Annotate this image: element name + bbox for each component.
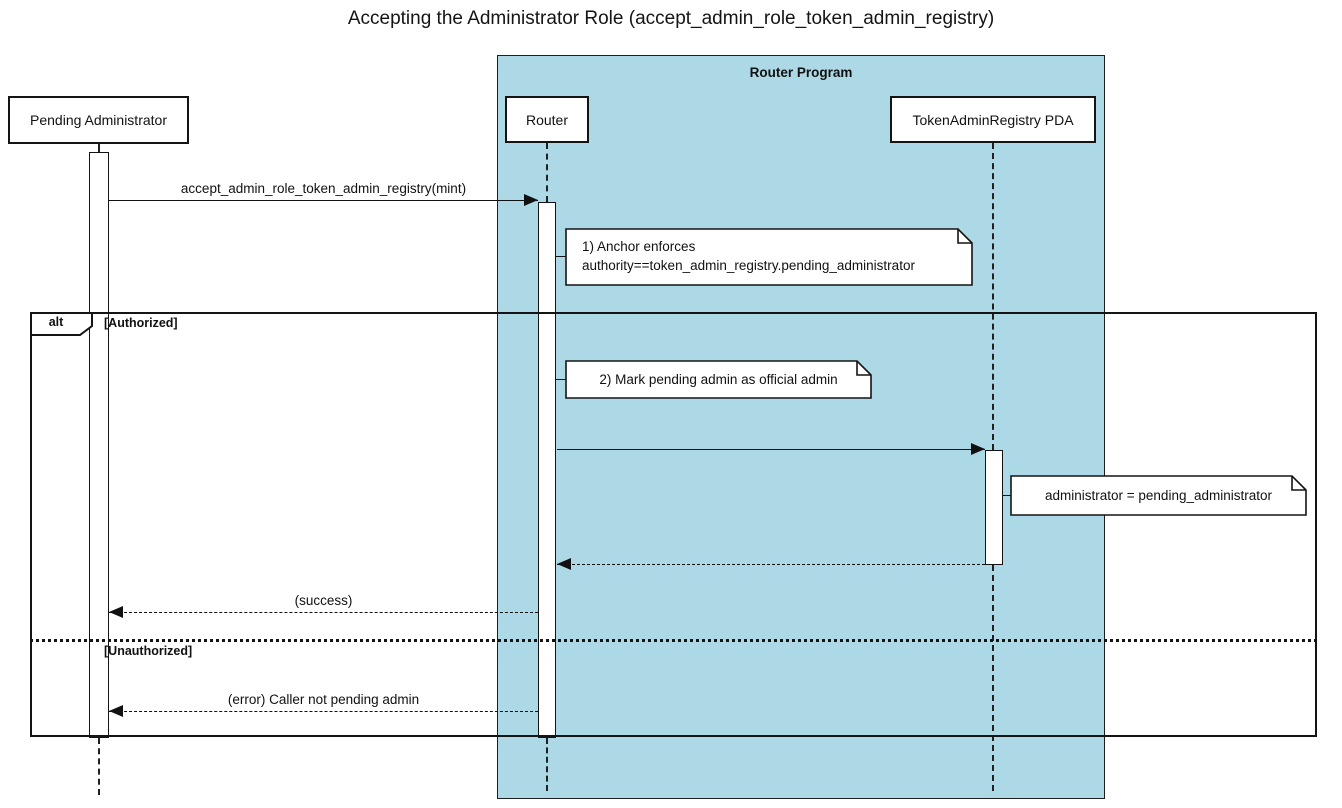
alt-condition-authorized: [Authorized] — [104, 316, 178, 330]
message-accept-admin-role-label: accept_admin_role_token_admin_registry(m… — [180, 181, 467, 196]
activation-pending-administrator — [89, 152, 109, 738]
participant-pending-administrator: Pending Administrator — [8, 96, 189, 144]
lifeline-router-top — [546, 143, 548, 202]
arrowhead-left-icon — [557, 558, 571, 570]
note-mark-admin: 2) Mark pending admin as official admin — [565, 360, 872, 399]
lifeline-pending-administrator-stub — [98, 143, 100, 152]
note-assign-admin: administrator = pending_administrator — [1010, 475, 1307, 516]
note-anchor-enforces-line1: 1) Anchor enforces — [582, 239, 696, 254]
participant-token-admin-registry-label: TokenAdminRegistry PDA — [912, 111, 1074, 128]
lifeline-token-admin-registry-top — [992, 143, 994, 450]
message-error-label: (error) Caller not pending admin — [227, 692, 420, 707]
arrowhead-right-icon — [524, 194, 538, 206]
note-anchor-enforces-text: 1) Anchor enforces authority==token_admi… — [565, 228, 973, 286]
lifeline-pending-administrator — [98, 738, 100, 795]
arrowhead-left-icon — [109, 606, 123, 618]
alt-operator-label: alt — [48, 315, 64, 329]
alt-divider — [30, 639, 1317, 642]
note-anchor-enforces-line2: authority==token_admin_registry.pending_… — [582, 258, 915, 273]
diagram-title: Accepting the Administrator Role (accept… — [347, 8, 995, 29]
router-program-label: Router Program — [749, 65, 853, 80]
arrowhead-left-icon — [109, 705, 123, 717]
note-mark-admin-text: 2) Mark pending admin as official admin — [599, 372, 838, 387]
message-accept-admin-role-line — [109, 200, 538, 201]
note-connector — [556, 256, 566, 257]
note-anchor-enforces: 1) Anchor enforces authority==token_admi… — [565, 228, 973, 286]
message-success-line — [109, 612, 538, 613]
alt-condition-unauthorized: [Unauthorized] — [104, 644, 193, 658]
note-shape-icon — [1010, 475, 1307, 516]
participant-router-label: Router — [525, 111, 569, 128]
alt-frame — [30, 312, 1317, 737]
note-shape-icon — [565, 360, 872, 399]
message-registry-return-line — [557, 564, 985, 565]
alt-pentagon-icon — [30, 312, 93, 336]
participant-pending-administrator-label: Pending Administrator — [30, 112, 167, 128]
message-success-label: (success) — [294, 593, 353, 608]
note-assign-admin-text: administrator = pending_administrator — [1045, 488, 1272, 503]
message-update-registry-line — [557, 449, 985, 450]
router-program-frame: Router Program — [497, 55, 1105, 799]
note-connector — [1002, 495, 1011, 496]
lifeline-router-bottom — [546, 738, 548, 791]
activation-token-admin-registry — [985, 450, 1003, 565]
message-error-line — [109, 711, 538, 712]
participant-router: Router — [505, 96, 589, 143]
participant-token-admin-registry: TokenAdminRegistry PDA — [890, 96, 1096, 143]
arrowhead-right-icon — [971, 443, 985, 455]
activation-router — [538, 202, 556, 738]
lifeline-token-admin-registry-bottom — [992, 565, 994, 791]
note-shape-icon — [565, 228, 973, 286]
note-connector — [556, 379, 566, 380]
